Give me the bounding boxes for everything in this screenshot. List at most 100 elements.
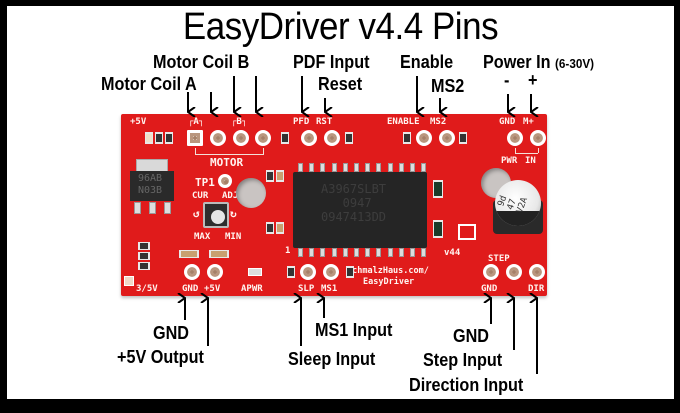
pwr-bracket-left bbox=[515, 148, 516, 153]
label-sleep-input: Sleep Input bbox=[288, 349, 376, 369]
pin-gnd-5v[interactable] bbox=[184, 264, 200, 280]
silk-coil-b: ┌B┐ bbox=[231, 117, 248, 127]
pin-pwr-gnd[interactable] bbox=[507, 130, 523, 146]
sense-resistor-2 bbox=[433, 220, 443, 238]
regulator-marking: 96AB N03B bbox=[138, 173, 163, 196]
chip-leg bbox=[398, 163, 404, 172]
chip-leg bbox=[354, 163, 359, 172]
rotate-ccw-icon: ↺ bbox=[193, 207, 200, 220]
diagram-canvas: EasyDriver v4.4 Pins Motor Coil B Motor … bbox=[7, 6, 674, 399]
chip-leg bbox=[320, 163, 326, 172]
silk-rst: RST bbox=[316, 117, 333, 127]
silk-step: STEP bbox=[488, 254, 510, 264]
label-pdf-input: PDF Input bbox=[293, 52, 370, 72]
chip-leg bbox=[309, 163, 315, 172]
chip-leg bbox=[298, 248, 303, 257]
pin-rst[interactable] bbox=[324, 130, 340, 146]
capacitor-mid-2 bbox=[276, 222, 284, 234]
chip-leg bbox=[331, 163, 337, 172]
chip-leg bbox=[365, 248, 371, 257]
pin-pwr-m-plus[interactable] bbox=[530, 130, 546, 146]
motor-bracket-right bbox=[263, 148, 264, 154]
chip-leg bbox=[410, 163, 415, 172]
sense-resistor-1 bbox=[433, 180, 443, 198]
silk-5v-bottom: +5V bbox=[204, 284, 221, 294]
pin-dir[interactable] bbox=[529, 264, 545, 280]
easydriver-board: +5V ┌A┐ ┌B┐ PFD RST ENABLE MS2 GND M+ MO… bbox=[121, 114, 547, 296]
reg-leg-2 bbox=[149, 202, 156, 214]
resistor-bl-3 bbox=[138, 262, 150, 270]
silk-max: MAX bbox=[194, 232, 211, 242]
test-point-tp1[interactable] bbox=[218, 174, 232, 188]
chip-leg bbox=[376, 248, 382, 257]
pin-slp[interactable] bbox=[300, 264, 316, 280]
silk-slp: SLP bbox=[298, 284, 315, 294]
resistor-bl-1 bbox=[138, 242, 150, 250]
label-ms1-input: MS1 Input bbox=[315, 320, 393, 340]
label-motor-coil-a: Motor Coil A bbox=[101, 74, 197, 94]
chip-leg bbox=[387, 163, 393, 172]
label-5v-output: +5V Output bbox=[117, 347, 204, 367]
pin-gnd-step[interactable] bbox=[483, 264, 499, 280]
resistor-mid-2 bbox=[266, 222, 274, 234]
label-power-plus: + bbox=[528, 70, 538, 90]
silk-pwr: PWR bbox=[501, 156, 518, 166]
silk-adj: ADJ bbox=[222, 191, 239, 201]
reg-leg-3 bbox=[164, 202, 171, 214]
pin-coil-a1[interactable] bbox=[187, 130, 203, 146]
resistor-top-5 bbox=[403, 132, 411, 144]
v35-jumper[interactable] bbox=[124, 276, 134, 286]
silk-m-plus: M+ bbox=[523, 117, 534, 127]
silk-ms2: MS2 bbox=[430, 117, 447, 127]
power-in-range: (6-30V) bbox=[555, 56, 595, 71]
pwr-bracket-bottom bbox=[515, 153, 538, 154]
chip-leg bbox=[365, 163, 371, 172]
pin-5v-out[interactable] bbox=[207, 264, 223, 280]
led-5v bbox=[145, 132, 153, 144]
label-step-input: Step Input bbox=[423, 350, 503, 370]
chip-leg bbox=[421, 163, 427, 172]
label-power-in: Power In (6-30V) bbox=[483, 52, 594, 73]
label-gnd-left: GND bbox=[153, 323, 189, 343]
pin-step[interactable] bbox=[506, 264, 522, 280]
resistor-top-2 bbox=[165, 132, 173, 144]
pin-coil-b1[interactable] bbox=[233, 130, 249, 146]
silk-3-5v: 3/5V bbox=[136, 284, 158, 294]
current-adjust-potentiometer[interactable] bbox=[203, 202, 229, 228]
pin-coil-b2[interactable] bbox=[255, 130, 271, 146]
silk-min: MIN bbox=[225, 232, 242, 242]
chip-leg bbox=[421, 248, 427, 257]
label-motor-coil-b: Motor Coil B bbox=[153, 52, 250, 72]
silk-coil-a: ┌A┐ bbox=[188, 117, 205, 127]
label-reset: Reset bbox=[318, 74, 363, 94]
capacitor-bl-2 bbox=[209, 250, 229, 258]
chip-leg bbox=[398, 248, 404, 257]
label-direction-input: Direction Input bbox=[409, 375, 524, 395]
apwr-jumper[interactable] bbox=[248, 268, 262, 276]
voltage-regulator bbox=[130, 171, 174, 201]
silk-gnd-pwr: GND bbox=[499, 117, 516, 127]
motor-bracket-bottom bbox=[195, 154, 264, 155]
silk-cur: CUR bbox=[192, 191, 209, 201]
diagram-title: EasyDriver v4.4 Pins bbox=[182, 6, 499, 48]
pin-ms1[interactable] bbox=[323, 264, 339, 280]
silk-version: v44 bbox=[444, 248, 461, 258]
silk-pfd: PFD bbox=[293, 117, 310, 127]
pin-enable[interactable] bbox=[416, 130, 432, 146]
silk-ms1: MS1 bbox=[321, 284, 338, 294]
resistor-top-4 bbox=[345, 132, 353, 144]
resistor-bm-1 bbox=[287, 266, 295, 278]
electrolytic-capacitor: 9d 47 V2A bbox=[495, 180, 541, 226]
resistor-bm-2 bbox=[346, 266, 354, 278]
chip-leg bbox=[298, 163, 303, 172]
silk-gnd-bottom-left: GND bbox=[182, 284, 199, 294]
pin-ms2[interactable] bbox=[439, 130, 455, 146]
silk-enable: ENABLE bbox=[387, 117, 420, 127]
resistor-top-1 bbox=[155, 132, 163, 144]
pin-coil-a2[interactable] bbox=[210, 130, 226, 146]
power-in-text: Power In bbox=[483, 52, 551, 72]
pin-pfd[interactable] bbox=[301, 130, 317, 146]
chip-leg bbox=[410, 248, 415, 257]
a3967-driver-chip bbox=[293, 172, 427, 248]
chip-marking: A3967SLBT 0947 0947413DD bbox=[321, 182, 387, 224]
